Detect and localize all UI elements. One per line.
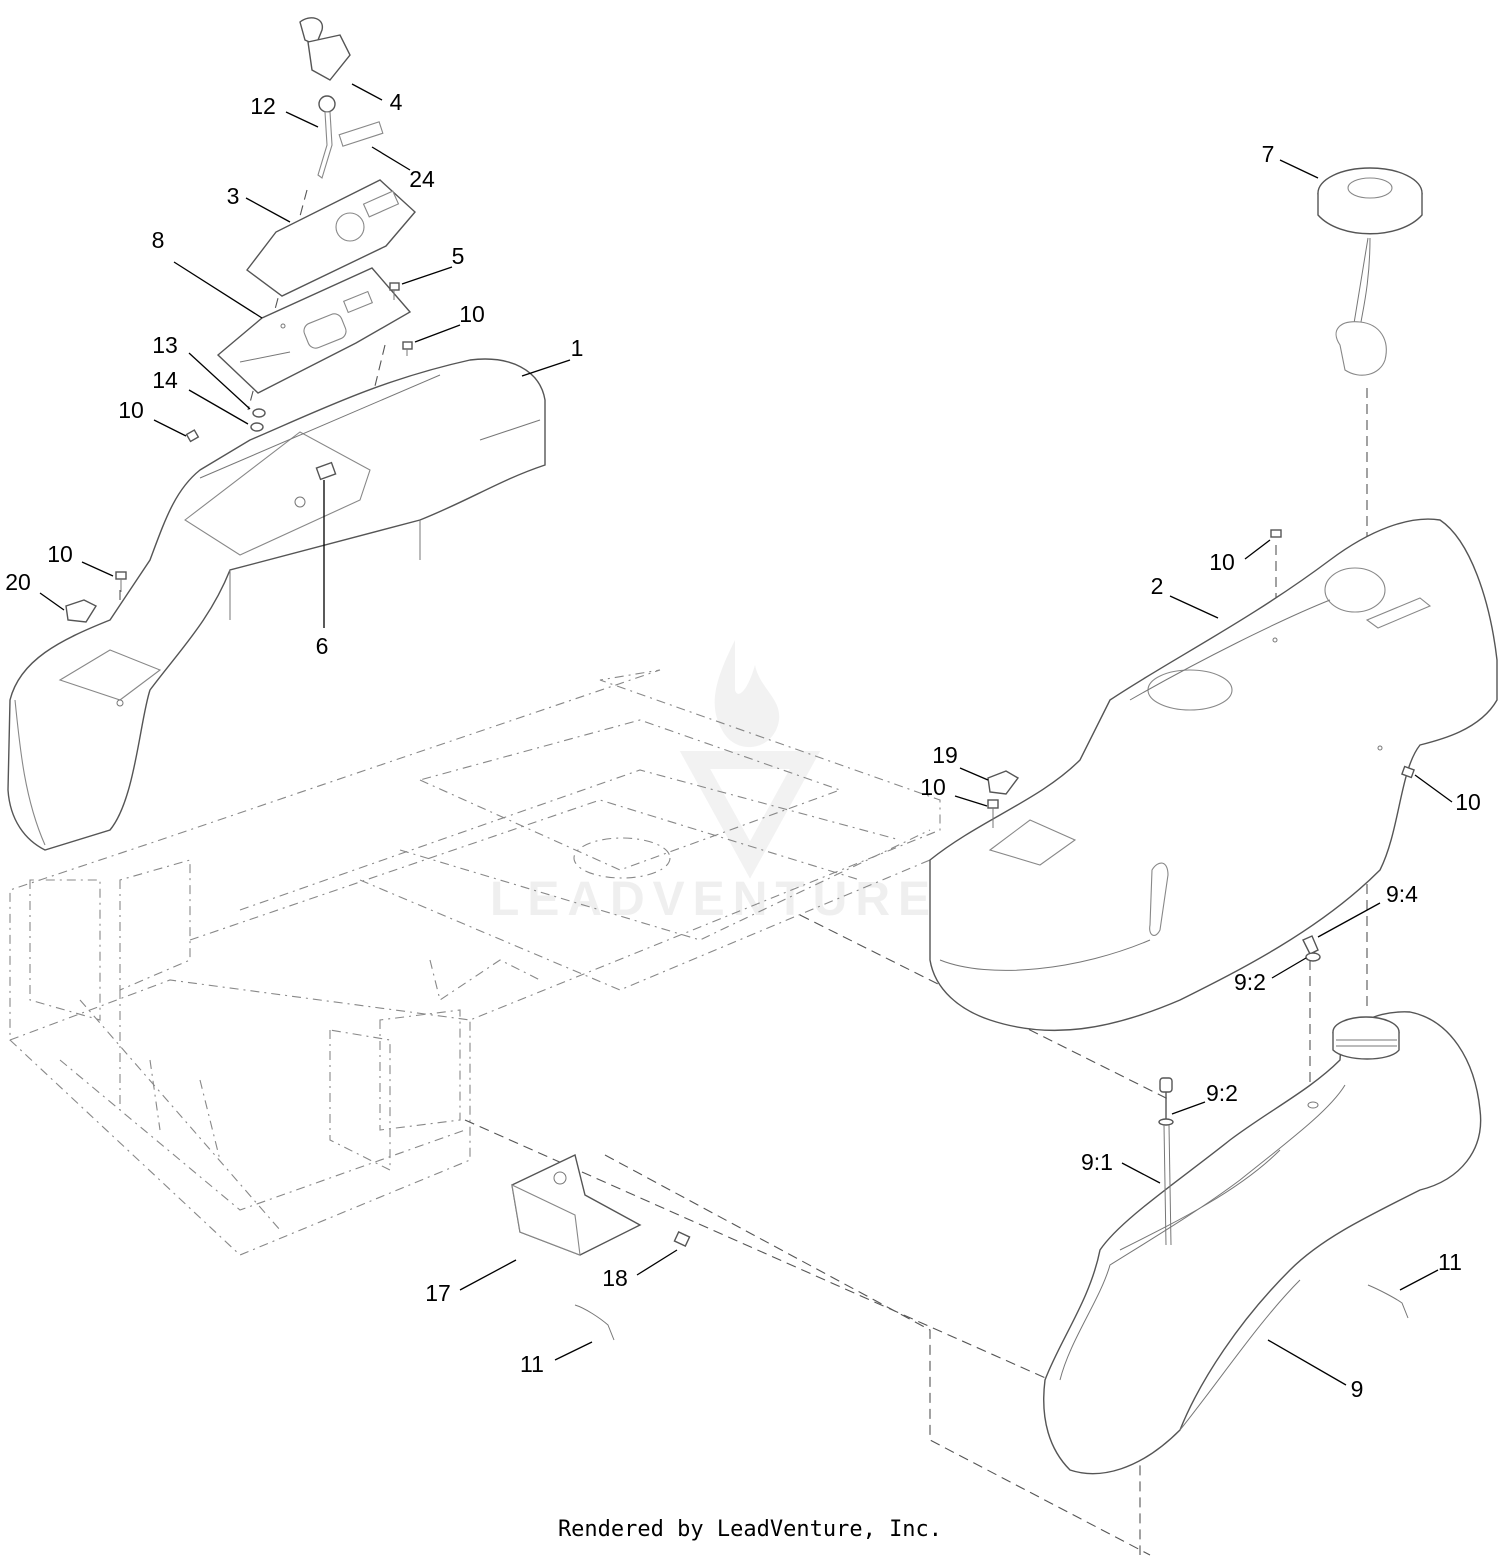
screw-10b xyxy=(185,429,200,443)
callout-c-10b: 10 xyxy=(118,397,144,423)
callout-c-10f: 10 xyxy=(1455,789,1481,815)
callout-c-14: 14 xyxy=(152,367,178,393)
decal-plate xyxy=(246,179,416,297)
screw-10c xyxy=(115,571,127,592)
screw-5 xyxy=(389,282,400,300)
clip-11b xyxy=(1367,1284,1409,1319)
fuel-cap-7 xyxy=(1317,167,1423,376)
callout-c-10d: 10 xyxy=(1209,549,1235,575)
washer-14 xyxy=(250,422,264,432)
callout-c-2: 2 xyxy=(1151,573,1164,599)
screw-10f xyxy=(1401,765,1415,779)
callout-c-9: 9 xyxy=(1351,1376,1364,1402)
callout-c-6: 6 xyxy=(316,633,329,659)
right-fender xyxy=(929,518,1498,1032)
clip-11a xyxy=(574,1304,615,1341)
callout-c-9-2b: 9:2 xyxy=(1206,1080,1238,1106)
decal-24 xyxy=(338,121,384,147)
screw-10e xyxy=(987,799,999,828)
washer-13 xyxy=(252,408,266,418)
callout-c-10e: 10 xyxy=(920,774,946,800)
callout-c-8: 8 xyxy=(152,227,165,253)
callout-c-10a: 10 xyxy=(459,301,485,327)
control-panel-plate xyxy=(216,267,412,394)
callout-c-24: 24 xyxy=(409,166,435,192)
callout-c-5: 5 xyxy=(452,243,465,269)
callout-c-7: 7 xyxy=(1262,141,1275,167)
callout-c-17: 17 xyxy=(425,1280,451,1306)
callout-labels: 4 12 24 3 8 5 10 1 13 14 10 6 10 20 7 10 2 19 10 10 9:4 9:2 9:… xyxy=(5,89,1481,1402)
choke-cable-12 xyxy=(317,95,336,179)
plug-20 xyxy=(65,599,98,623)
callout-c-3: 3 xyxy=(227,183,240,209)
throttle-lever-4 xyxy=(299,17,351,81)
watermark-logo: LEADVENTURE xyxy=(490,640,938,926)
screw-10a xyxy=(402,341,413,356)
fuel-sender-9-1 xyxy=(1158,1077,1174,1246)
callout-c-4: 4 xyxy=(390,89,403,115)
callout-c-9-1: 9:1 xyxy=(1081,1149,1113,1175)
fuel-tank-9 xyxy=(1043,1011,1482,1475)
footer-credit: Rendered by LeadVenture, Inc. xyxy=(557,1517,943,1542)
callout-c-11b: 11 xyxy=(1438,1249,1462,1275)
watermark-text: LEADVENTURE xyxy=(490,873,938,926)
callout-c-13: 13 xyxy=(152,332,178,358)
callout-c-19: 19 xyxy=(932,742,958,768)
callout-c-1: 1 xyxy=(571,335,584,361)
bracket-17 xyxy=(511,1154,642,1256)
leader-lines xyxy=(39,83,1453,1386)
chassis-frame xyxy=(9,669,941,1256)
callout-c-18: 18 xyxy=(602,1265,628,1291)
callout-c-10c: 10 xyxy=(47,541,73,567)
plug-19 xyxy=(987,770,1020,795)
switch-6 xyxy=(315,461,337,481)
callout-c-9-4: 9:4 xyxy=(1386,881,1418,907)
bolt-18 xyxy=(673,1231,691,1247)
callout-c-11a: 11 xyxy=(520,1351,544,1377)
vent-fitting-9-4 xyxy=(1302,935,1321,962)
callout-c-12: 12 xyxy=(250,93,276,119)
left-fender-console xyxy=(7,358,546,851)
callout-c-9-2a: 9:2 xyxy=(1234,969,1266,995)
screw-10d xyxy=(1270,529,1282,538)
callout-c-20: 20 xyxy=(5,569,31,595)
